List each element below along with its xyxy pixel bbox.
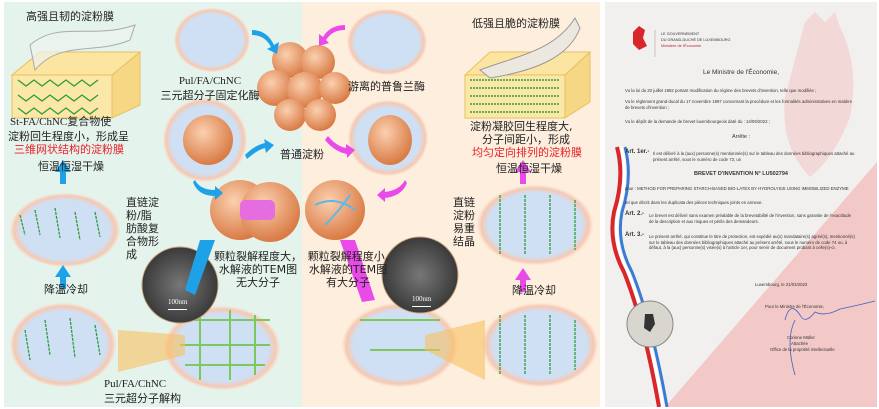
place-date: Luxembourg, le 21/03/2023 xyxy=(755,282,808,287)
signer-name: Corinne Müller xyxy=(787,335,815,340)
recrystallization-bubble xyxy=(477,185,593,265)
strong-desc-line2: 淀粉回生程度小，形成呈 xyxy=(8,130,129,143)
weak-desc-line1: 淀粉凝胶回生程度大, xyxy=(470,120,573,133)
recrystal-line: 结晶 xyxy=(453,235,475,248)
disassembly-label-1: Pul/FA/ChNC xyxy=(104,378,167,390)
tem-image-right xyxy=(381,236,459,314)
immobilized-label-1: Pul/FA/ChNC xyxy=(178,75,242,87)
weak-desc-line2: 分子间距小，形成 xyxy=(482,133,570,146)
dry-label-right: 恒温恒湿干燥 xyxy=(496,162,562,175)
pink-arrows xyxy=(319,25,531,302)
signer-office: Office de la propriété intellectuelle xyxy=(770,347,835,352)
pour-ministre: Pour le Ministre de l'Économie, xyxy=(765,304,825,309)
cooling-bubble-right xyxy=(482,303,598,387)
recrystal-line: 易重 xyxy=(453,222,475,235)
free-enzyme-bubble xyxy=(347,9,427,75)
degradation-line: 无大分子 xyxy=(236,276,280,289)
degradation-line: 有大分子 xyxy=(326,276,370,289)
cert-p3: Vu le dépôt de la demande de brevet luxe… xyxy=(625,119,770,124)
cool-label-right: 降温冷却 xyxy=(512,284,556,297)
complex-line: 肪酸复 xyxy=(126,222,159,235)
complex-line: 合物形 xyxy=(126,235,159,248)
disassembly-label-2: 三元超分子解构 xyxy=(104,392,181,405)
pink-security-pattern xyxy=(665,162,877,407)
complex-text: 直链淀 粉/脂 肪酸复 合物形 成 xyxy=(126,196,159,261)
lion-watermark xyxy=(784,12,854,177)
starch-granule-cluster xyxy=(257,42,351,131)
complex-line: 直链淀 xyxy=(126,196,159,209)
cooling-bubble-left xyxy=(10,303,116,387)
tem-scale-right: 100nm xyxy=(412,293,432,307)
certificate-decoration xyxy=(610,12,877,407)
dry-label-left: 恒温恒湿干燥 xyxy=(38,160,104,173)
cool-label-left: 降温冷却 xyxy=(44,283,88,296)
complex-line: 成 xyxy=(126,248,137,261)
ministry-line: Ministère de l'Économie xyxy=(661,44,702,48)
immobilized-enzyme-bubble xyxy=(174,8,250,72)
art1-label: Art. 1er.- xyxy=(625,149,650,155)
cert-p1: Vu la loi du 20 juillet 1992 portant mod… xyxy=(625,88,817,93)
cert-p2: Vu le règlement grand-ducal du 17 novemb… xyxy=(625,99,852,110)
degradation-line: 水解液的TEM图 xyxy=(308,263,388,276)
art3-label: Art. 3.- xyxy=(625,232,645,238)
art2-text: Le brevet est délivré sans examen préala… xyxy=(649,213,852,224)
degradation-line: 颗粒裂解程度小, xyxy=(307,250,389,263)
cert-arrete: Arrête : xyxy=(731,134,751,140)
art3-text: Le présent arrêté, qui constitue le titr… xyxy=(649,234,855,250)
degradation-large-text: 颗粒裂解程度大， 水解液的TEM图 无大分子 xyxy=(212,250,304,289)
signer-title: Attachée xyxy=(791,341,808,346)
weak-film-title: 低强且脆的淀粉膜 xyxy=(472,17,560,30)
immobilized-label-2: 三元超分子固定化酶 xyxy=(160,89,260,102)
blue-arrows xyxy=(55,30,279,295)
weak-desc-red: 均匀定向排列的淀粉膜 xyxy=(472,146,582,159)
strong-film-box xyxy=(10,24,142,119)
zoom-cone-left xyxy=(118,330,185,372)
strong-film-title: 高强且韧的淀粉膜 xyxy=(26,10,114,23)
disassembly-bubble xyxy=(164,306,280,390)
brevet-number: BREVET D'INVENTION N° LU502794 xyxy=(694,171,788,177)
strong-desc-red: 三维网状结构的淀粉膜 xyxy=(14,143,124,156)
cert-heading: Le Ministre de l'Économie, xyxy=(702,69,780,76)
gov-line-1: LE GOUVERNEMENT xyxy=(661,32,700,36)
hydrolysis-bubble-right xyxy=(342,303,458,387)
weak-film-box xyxy=(463,16,592,119)
normal-starch-label: 普通淀粉 xyxy=(280,148,324,161)
recrystal-line: 淀粉 xyxy=(453,209,475,222)
art1-text: Il est délivré à la (aux) personne(s) me… xyxy=(653,151,855,162)
degradation-line: 水解液的TEM图 xyxy=(218,263,298,276)
recrystal-line: 直链 xyxy=(453,196,475,209)
degradation-line: 颗粒裂解程度大， xyxy=(214,250,302,263)
complex-line: 粉/脂 xyxy=(126,209,152,222)
free-enzyme-label: 游离的普鲁兰酶 xyxy=(348,80,425,93)
hydrolyzed-granule-large xyxy=(210,180,300,242)
zoom-cone-right xyxy=(425,320,485,380)
patent-certificate: LE GOUVERNEMENT DU GRAND-DUCHÉ DE LUXEMB… xyxy=(605,2,877,407)
signature xyxy=(784,300,876,376)
art2-label: Art. 2.- xyxy=(625,211,645,217)
amylose-complex-bubble xyxy=(10,193,120,267)
invention-title: pour : METHOD FOR PREPARING STARCH-BASED… xyxy=(625,186,849,191)
degradation-small-text: 颗粒裂解程度小, 水解液的TEM图 有大分子 xyxy=(302,250,394,289)
cert-tel: tel que décrit dans les duplicata des pi… xyxy=(625,200,763,205)
starch-granule xyxy=(183,115,233,165)
recrystal-text: 直链 淀粉 易重 结晶 xyxy=(453,196,475,248)
luxembourg-lion-logo xyxy=(633,26,647,50)
gov-line-2: DU GRAND-DUCHÉ DE LUXEMBOURG xyxy=(661,38,731,42)
hydrolyzed-granule-small xyxy=(305,180,365,240)
tem-scale-left: 100nm xyxy=(168,296,188,310)
starch-granule xyxy=(368,115,412,165)
strong-desc-line1: St-FA/ChNC复合物使 xyxy=(10,116,112,128)
